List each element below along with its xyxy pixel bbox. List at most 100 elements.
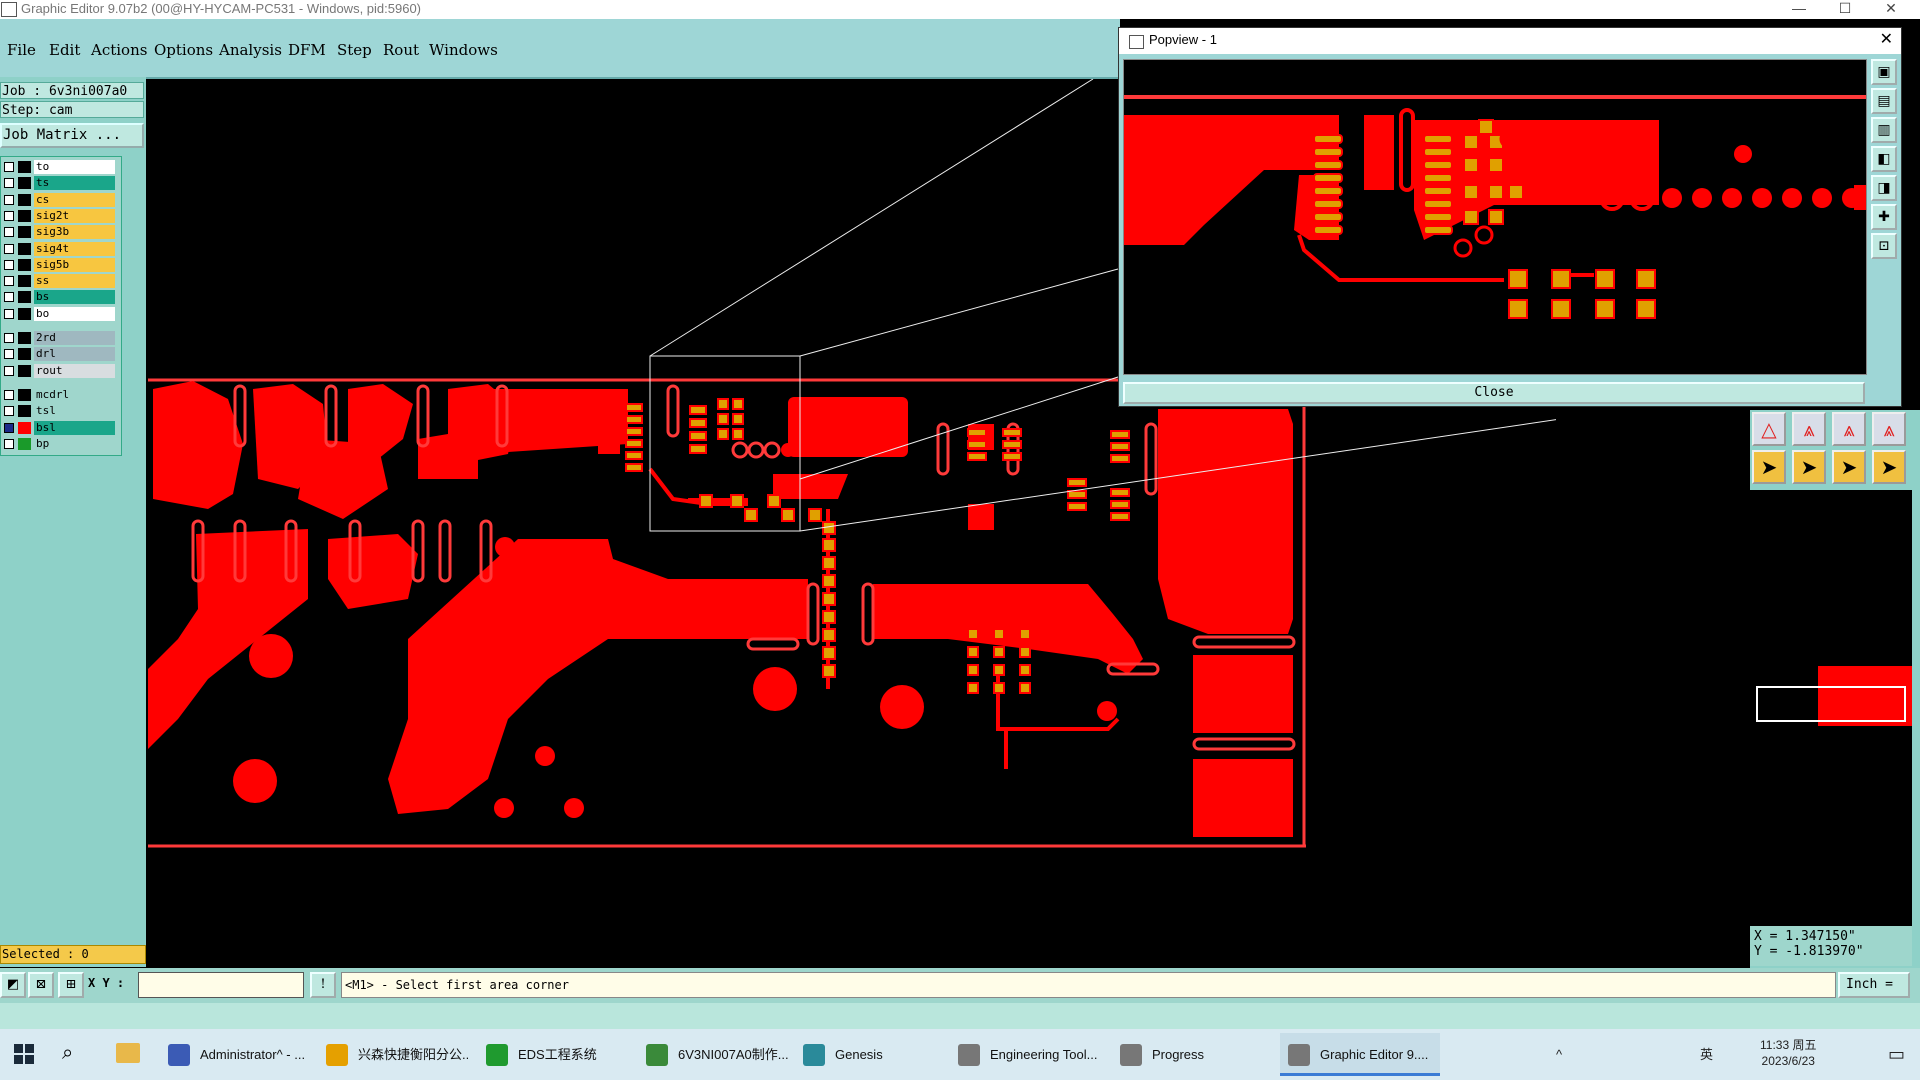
layer-row-bp[interactable]: bp xyxy=(1,436,119,451)
layer-checkbox[interactable] xyxy=(4,333,14,343)
start-icon[interactable] xyxy=(14,1044,34,1064)
layer-checkbox[interactable] xyxy=(4,438,14,449)
layer-checkbox[interactable] xyxy=(4,178,14,189)
layer-checkbox[interactable] xyxy=(4,276,14,287)
layer-color-swatch[interactable] xyxy=(18,405,31,418)
snap-tool-3-icon[interactable]: ⩓ xyxy=(1832,412,1866,446)
cmd-tool-3-icon[interactable]: ⊞ xyxy=(58,972,84,998)
menu-step[interactable]: Step xyxy=(337,41,372,59)
close-window-button[interactable]: ✕ xyxy=(1885,0,1897,16)
snap-tool-2-icon[interactable]: ⩓ xyxy=(1792,412,1826,446)
taskbar-item[interactable]: 6V3NI007A0制作... xyxy=(638,1033,788,1076)
pointer-tool-2-icon[interactable]: ➤ xyxy=(1792,450,1826,484)
layer-name[interactable]: bo xyxy=(34,306,115,321)
layer-color-swatch[interactable] xyxy=(18,307,31,320)
layer-row-ss[interactable]: ss xyxy=(1,274,119,289)
popview-tool-7-icon[interactable]: ⊡ xyxy=(1871,233,1897,259)
cmd-tool-2-icon[interactable]: ⊠ xyxy=(28,972,54,998)
layer-row-to[interactable]: to xyxy=(1,160,119,174)
layer-name[interactable]: sig3b xyxy=(34,225,115,240)
layer-row-ts[interactable]: ts xyxy=(1,176,119,191)
menu-analysis[interactable]: Analysis xyxy=(219,41,282,59)
layer-color-swatch[interactable] xyxy=(18,161,31,173)
layer-name[interactable]: sig5b xyxy=(34,257,115,272)
layer-row-sig3b[interactable]: sig3b xyxy=(1,225,119,240)
layer-name[interactable]: bsl xyxy=(34,420,115,435)
popview-tool-2-icon[interactable]: ▤ xyxy=(1871,88,1897,114)
job-matrix-button[interactable]: Job Matrix ... xyxy=(0,123,144,148)
menu-edit[interactable]: Edit xyxy=(49,41,81,59)
notification-icon[interactable]: ▭ xyxy=(1888,1044,1906,1064)
taskbar-item[interactable]: Graphic Editor 9.... xyxy=(1280,1033,1440,1076)
cmd-tool-1-icon[interactable]: ◩ xyxy=(0,972,26,998)
popview-tool-4-icon[interactable]: ◧ xyxy=(1871,146,1897,172)
snap-tool-1-icon[interactable]: △ xyxy=(1752,412,1786,446)
taskbar-item[interactable]: Genesis xyxy=(795,1033,940,1076)
layer-color-swatch[interactable] xyxy=(18,332,31,344)
layer-name[interactable]: 2rd xyxy=(34,331,115,345)
layer-color-swatch[interactable] xyxy=(18,242,31,255)
menu-options[interactable]: Options xyxy=(154,41,214,59)
layer-color-swatch[interactable] xyxy=(18,388,31,401)
layer-row-cs[interactable]: cs xyxy=(1,192,119,207)
layer-name[interactable]: mcdrl xyxy=(34,387,115,402)
taskbar-item[interactable]: EDS工程系统 xyxy=(478,1033,628,1076)
layer-row-bo[interactable]: bo xyxy=(1,306,119,321)
layer-row-2rd[interactable]: 2rd xyxy=(1,331,119,345)
taskbar-item[interactable]: Engineering Tool... xyxy=(950,1033,1100,1076)
clock[interactable]: 11:33 周五 2023/6/23 xyxy=(1760,1037,1816,1069)
layer-checkbox[interactable] xyxy=(4,227,14,238)
menu-dfm[interactable]: DFM xyxy=(288,41,326,59)
layer-row-tsl[interactable]: tsl xyxy=(1,404,119,419)
layer-checkbox[interactable] xyxy=(4,365,14,376)
unit-selector[interactable]: Inch = xyxy=(1838,972,1910,998)
layer-checkbox[interactable] xyxy=(4,259,14,270)
layer-color-swatch[interactable] xyxy=(18,209,31,222)
layer-row-drl[interactable]: drl xyxy=(1,347,119,362)
layer-row-bsl[interactable]: bsl xyxy=(1,420,119,435)
search-icon[interactable]: ⌕ xyxy=(62,1042,74,1064)
snap-tool-4-icon[interactable]: ⩓ xyxy=(1872,412,1906,446)
layer-color-swatch[interactable] xyxy=(18,226,31,239)
popview-close-x[interactable]: ✕ xyxy=(1879,31,1893,48)
layer-color-swatch[interactable] xyxy=(18,193,31,206)
layer-name[interactable]: sig4t xyxy=(34,241,115,256)
layer-row-rout[interactable]: rout xyxy=(1,363,119,378)
file-explorer-icon[interactable] xyxy=(116,1043,140,1063)
layer-color-swatch[interactable] xyxy=(18,177,31,190)
layer-row-mcdrl[interactable]: mcdrl xyxy=(1,387,119,402)
layer-color-swatch[interactable] xyxy=(18,364,31,377)
layer-color-swatch[interactable] xyxy=(18,421,31,434)
layer-checkbox[interactable] xyxy=(4,389,14,400)
menu-actions[interactable]: Actions xyxy=(91,41,148,59)
layer-name[interactable]: tsl xyxy=(34,404,115,419)
layer-name[interactable]: cs xyxy=(34,192,115,207)
popview-close-button[interactable]: Close xyxy=(1123,382,1865,404)
layer-checkbox[interactable] xyxy=(4,349,14,360)
layer-color-swatch[interactable] xyxy=(18,291,31,304)
maximize-button[interactable]: ☐ xyxy=(1838,0,1852,16)
layer-name[interactable]: to xyxy=(34,160,115,174)
layer-color-swatch[interactable] xyxy=(18,437,31,450)
layer-checkbox[interactable] xyxy=(4,210,14,221)
popview-tool-5-icon[interactable]: ◨ xyxy=(1871,175,1897,201)
pointer-tool-1-icon[interactable]: ➤ xyxy=(1752,450,1786,484)
layer-color-swatch[interactable] xyxy=(18,275,31,288)
popview-tool-1-icon[interactable]: ▣ xyxy=(1871,59,1897,85)
layer-row-bs[interactable]: bs xyxy=(1,290,119,305)
layer-row-sig4t[interactable]: sig4t xyxy=(1,241,119,256)
overview-map[interactable] xyxy=(1750,490,1912,926)
layer-checkbox[interactable] xyxy=(4,194,14,205)
layer-checkbox[interactable] xyxy=(4,422,14,433)
ime-indicator[interactable]: 英 xyxy=(1700,1047,1714,1062)
layer-checkbox[interactable] xyxy=(4,292,14,303)
layer-color-swatch[interactable] xyxy=(18,348,31,361)
popview-canvas[interactable] xyxy=(1123,59,1867,375)
popview-tool-6-icon[interactable]: ✚ xyxy=(1871,204,1897,230)
layer-name[interactable]: rout xyxy=(34,363,115,378)
xy-input[interactable] xyxy=(138,972,304,998)
layer-name[interactable]: drl xyxy=(34,347,115,362)
layer-name[interactable]: ts xyxy=(34,176,115,191)
taskbar-item[interactable]: Administrator^ - ... xyxy=(160,1033,310,1076)
layer-checkbox[interactable] xyxy=(4,162,14,172)
